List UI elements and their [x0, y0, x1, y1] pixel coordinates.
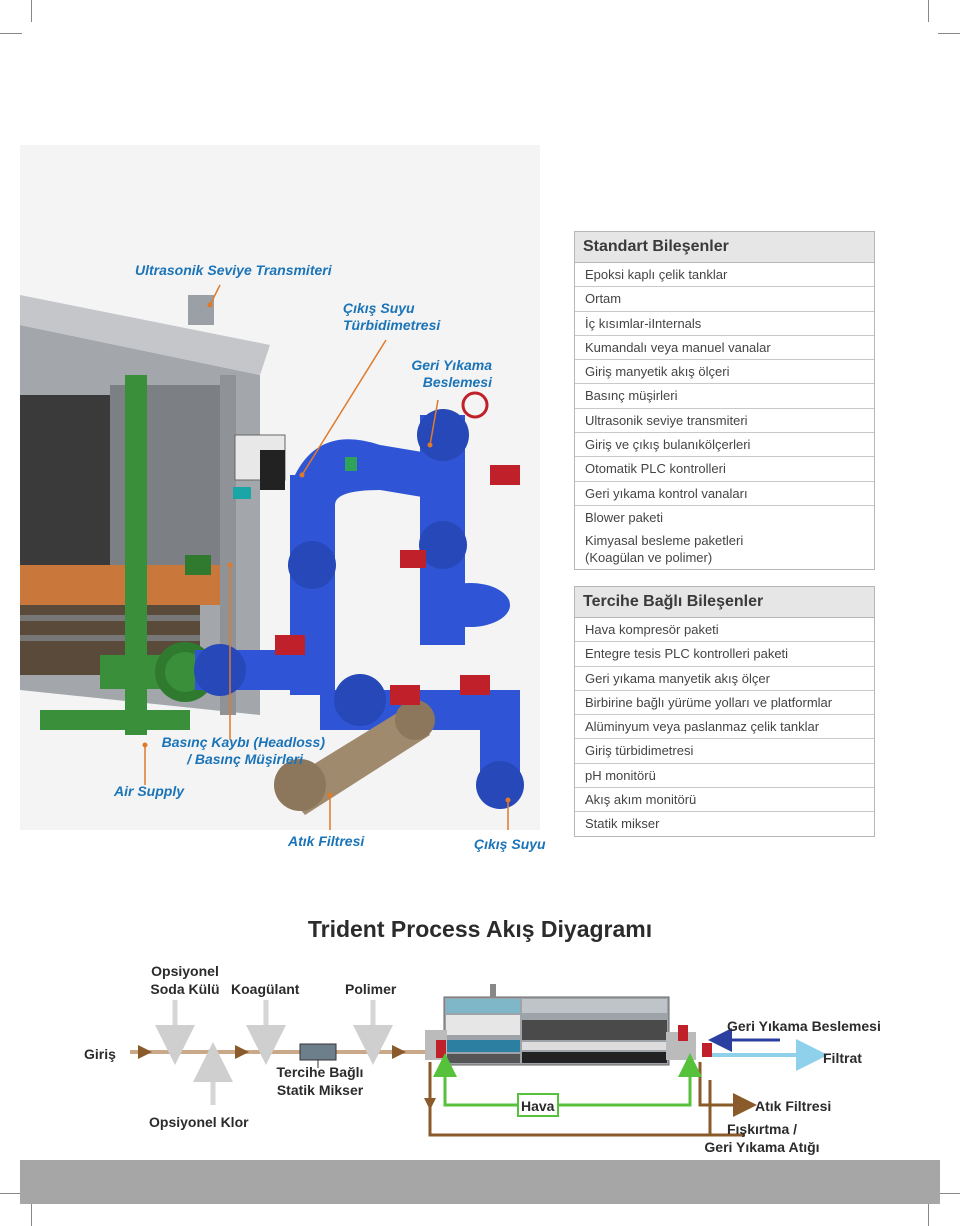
callout-air-supply: Air Supply: [114, 783, 185, 799]
label-statik-mikser: Tercihe Bağlı Statik Mikser: [268, 1063, 372, 1099]
list-item: Birbirine bağlı yürüme yolları ve platfo…: [575, 691, 874, 716]
label-hava: Hava: [521, 1098, 555, 1114]
label-fiskirtma: Fışkırtma / Geri Yıkama Atığı: [695, 1120, 829, 1156]
crop-mark: [0, 33, 22, 34]
list-item: Otomatik PLC kontrolleri: [575, 457, 874, 482]
list-item: Geri yıkama kontrol vanaları: [575, 482, 874, 506]
label-filtrat: Filtrat: [823, 1050, 862, 1066]
callout-atik-filtresi: Atık Filtresi: [288, 833, 365, 849]
list-item: Geri yıkama manyetik akış ölçer: [575, 667, 874, 691]
list-item: Alüminyum veya paslanmaz çelik tanklar: [575, 715, 874, 740]
list-item: Entegre tesis PLC kontrolleri paketi: [575, 642, 874, 667]
label-line: Statik Mikser: [276, 1082, 364, 1098]
crop-mark: [928, 1204, 929, 1226]
label-line: Fışkırtma /: [726, 1121, 798, 1137]
callout-line: Beslemesi: [422, 374, 492, 390]
list-item: Kumandalı veya manuel vanalar: [575, 336, 874, 361]
list-item: Basınç müşirleri: [575, 384, 874, 409]
standard-components-title: Standart Bileşenler: [575, 232, 874, 263]
label-line: Tercihe Bağlı: [276, 1064, 364, 1080]
label-opsiyonel-soda: Opsiyonel Soda Külü: [140, 962, 230, 998]
label-atik-filtresi: Atık Filtresi: [755, 1098, 832, 1114]
list-item: Hava kompresör paketi: [575, 618, 874, 643]
footer-bar: [20, 1160, 940, 1204]
list-item: Ortam: [575, 287, 874, 312]
list-item: Epoksi kaplı çelik tanklar: [575, 263, 874, 288]
optional-components-title: Tercihe Bağlı Bileşenler: [575, 587, 874, 618]
list-item: Giriş manyetik akış ölçeri: [575, 360, 874, 385]
label-polimer: Polimer: [345, 981, 397, 997]
flow-diagram-title: Trident Process Akış Diyagramı: [307, 916, 653, 942]
standard-components-table: Standart Bileşenler Epoksi kaplı çelik t…: [574, 231, 875, 571]
label-koagulant: Koagülant: [231, 981, 300, 997]
label-line: Geri Yıkama Atığı: [704, 1139, 820, 1155]
callout-line: / Basınç Müşirleri: [187, 751, 303, 767]
list-item: pH monitörü: [575, 764, 874, 789]
label-line: Opsiyonel: [151, 963, 219, 979]
list-item: Ultrasonik seviye transmiteri: [575, 409, 874, 434]
crop-mark: [31, 0, 32, 22]
filter-unit-drawing: [20, 284, 524, 835]
callout-cikis-suyu: Çıkış Suyu: [474, 836, 546, 852]
callout-line: Basınç Kaybı (Headloss): [161, 734, 325, 750]
list-item: Giriş ve çıkış bulanıkölçerleri: [575, 433, 874, 458]
list-item: Statik mikser: [585, 816, 660, 832]
list-item: Akış akım monitörü: [575, 788, 874, 813]
callout-line: Türbidimetresi: [343, 317, 441, 333]
crop-mark: [0, 1193, 22, 1194]
callout-line: Geri Yıkama: [411, 357, 492, 373]
label-geri-yikama-beslemesi: Geri Yıkama Beslemesi: [727, 1018, 881, 1034]
callout-line: Çıkış Suyu: [343, 300, 415, 316]
crop-mark: [928, 0, 929, 22]
list-item: İç kısımlar-iInternals: [575, 312, 874, 336]
product-illustration: [20, 145, 540, 835]
crop-mark: [938, 1193, 960, 1194]
optional-components-table: Tercihe Bağlı Bileşenler Hava kompresör …: [574, 586, 875, 837]
list-item: Blower paketi: [585, 509, 664, 525]
callout-geri-yikama: Geri Yıkama Beslemesi: [390, 357, 492, 391]
callout-ultrasonik: Ultrasonik Seviye Transmiteri: [135, 262, 332, 278]
callout-cikis-turbidimetresi: Çıkış Suyu Türbidimetresi: [343, 300, 441, 334]
label-line: Soda Külü: [150, 981, 220, 997]
list-item-line: Kimyasal besleme paketleri: [585, 533, 744, 549]
list-item: Giriş türbidimetresi: [575, 739, 874, 764]
inlet-arrows: [138, 1045, 406, 1059]
crop-mark: [31, 1204, 32, 1226]
label-opsiyonel-klor: Opsiyonel Klor: [149, 1114, 249, 1130]
label-giris: Giriş: [84, 1046, 116, 1062]
list-item: Kimyasal besleme paketleri (Koagülan ve …: [575, 529, 874, 569]
crop-mark: [938, 33, 960, 34]
list-item-line: (Koagülan ve polimer): [585, 550, 713, 566]
callout-basinc-kaybi: Basınç Kaybı (Headloss) / Basınç Müşirle…: [155, 734, 325, 768]
